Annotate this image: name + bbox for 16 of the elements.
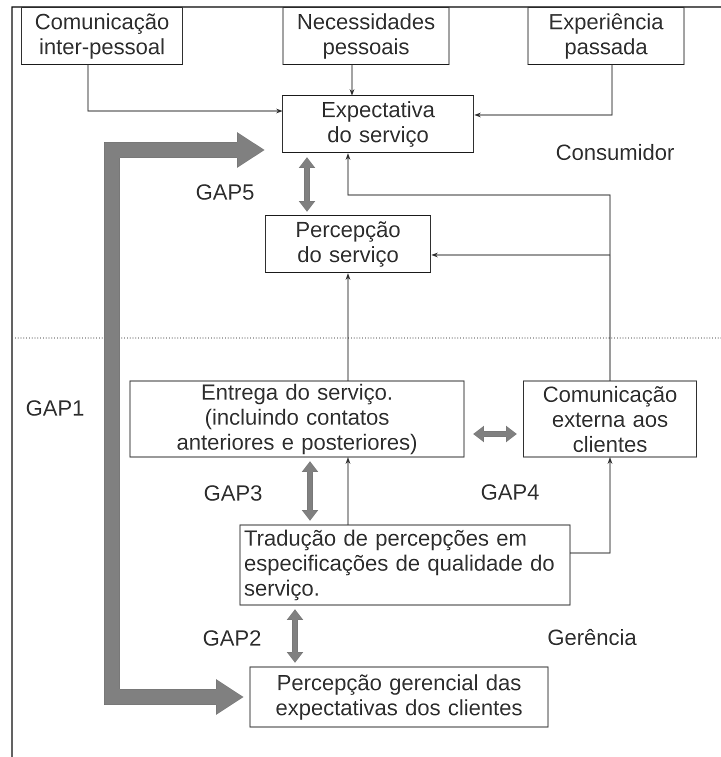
gap-label: GAP2 [204, 630, 260, 646]
gap-label: GAP5 [196, 184, 254, 200]
process-box: Expectativa do serviço [282, 95, 474, 153]
gap-label: GAP4 [482, 484, 539, 500]
process-box: Comunicação inter-pessoal [21, 7, 183, 65]
process-box: Percepção do serviço [265, 215, 431, 273]
gap-label: GAP1 [26, 400, 84, 416]
process-box: Comunicação externa aos clientes [523, 380, 697, 458]
process-box: Entrega do serviço. (incluindo contatos anteriores e posteriores) [130, 380, 464, 458]
process-box: Experiência passada [528, 7, 684, 65]
section-label: Gerência [548, 628, 637, 646]
process-box: Percepção gerencial das expectativas dos clientes [250, 666, 548, 728]
process-box: Tradução de percepções em especificações de qualidade do serviço. [240, 524, 570, 606]
gap-label: GAP3 [204, 485, 262, 501]
section-label: Consumidor [556, 144, 674, 160]
process-box: Necessidades pessoais [282, 7, 450, 65]
